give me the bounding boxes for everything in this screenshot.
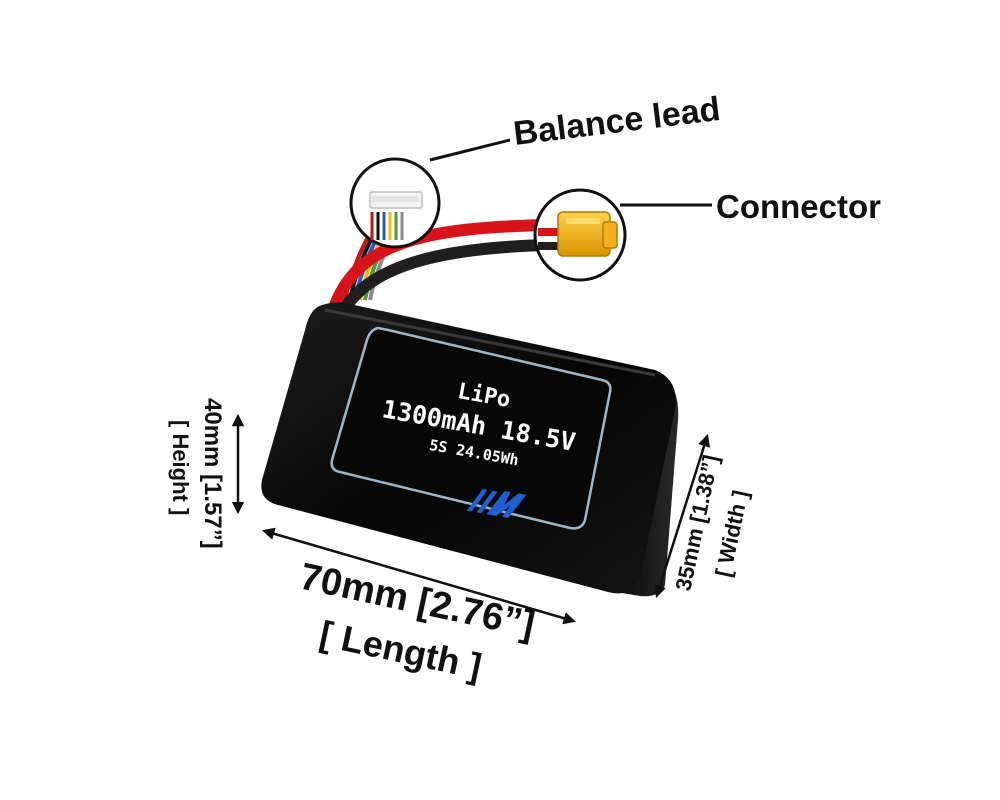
balance-lead-label: Balance lead [511, 90, 722, 153]
height-name-label: [ Height ] [168, 420, 193, 515]
negative-wire [339, 239, 551, 314]
height-dimension: 40mm [1.57”] [ Height ] [168, 398, 245, 549]
battery-pack: LiPo 1300mAh 18.5V 5S 24.05Wh MA [261, 302, 679, 597]
maxamps-logo: MA [466, 489, 527, 518]
connector-callout: Connector [533, 188, 881, 282]
connector-label: Connector [716, 188, 881, 225]
height-value-label: 40mm [1.57”] [199, 398, 226, 549]
width-name-label: [ Width ] [710, 488, 753, 579]
